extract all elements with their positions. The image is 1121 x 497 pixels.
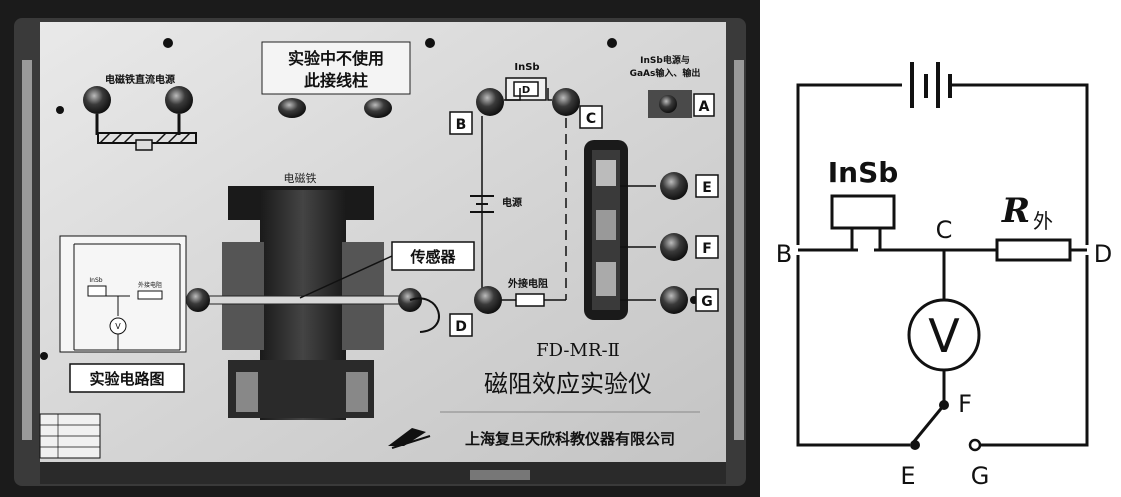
company-logo: [388, 428, 431, 449]
terminal-a-label: A: [699, 99, 710, 115]
insb-element: [830, 194, 896, 230]
contact-e: [910, 440, 920, 450]
sensor-label: 传感器: [409, 248, 456, 266]
ext-resistor-label: 外接电阻: [507, 277, 548, 290]
resistor-letter: R: [1001, 191, 1030, 231]
magnet-power-label: 电磁铁直流电源: [105, 73, 175, 86]
model-label: FD-MR-Ⅱ: [536, 340, 620, 361]
terminal-e-label: E: [702, 180, 712, 196]
terminal-d[interactable]: [474, 286, 502, 314]
instrument-photo: 电磁铁直流电源 实验中不使用 此接线柱 InSb D InSb电源与 GaAs输…: [0, 0, 760, 497]
insb-label: InSb: [828, 156, 899, 189]
mini-circuit: [59, 235, 187, 353]
terminal-b[interactable]: [476, 88, 504, 116]
node-f-label: F: [958, 390, 972, 418]
electromagnet-label: 电磁铁: [284, 172, 317, 185]
insb-io-label-2: GaAs输入、输出: [630, 67, 701, 79]
unused-terminal-label-1: 实验中不使用: [288, 49, 384, 68]
resistor-element: [995, 238, 1072, 262]
terminal-c[interactable]: [552, 88, 580, 116]
instrument-title: 磁阻效应实验仪: [484, 370, 652, 398]
node-b-label: B: [776, 240, 792, 268]
terminal-g-label: G: [701, 294, 713, 310]
magnet-power-terminals[interactable]: [83, 86, 197, 151]
mini-v-label: V: [115, 322, 121, 331]
terminal-g[interactable]: [660, 286, 688, 314]
contact-g: [968, 438, 982, 452]
mini-ext-label: 外接电阻: [138, 281, 162, 289]
schematic-wires: [796, 83, 1089, 447]
terminal-b-label: B: [456, 117, 467, 133]
terminal-d-label: D: [455, 319, 467, 335]
voltmeter-label: V: [928, 309, 960, 363]
terminal-c-label: C: [586, 111, 596, 127]
insb-box-label: D: [522, 85, 530, 96]
nameplate: [39, 413, 101, 459]
company-name: 上海复旦天欣科教仪器有限公司: [465, 430, 675, 448]
mini-insb-label: InSb: [89, 277, 102, 284]
insb-io-label-1: InSb电源与: [640, 54, 690, 66]
node-d-label: D: [1094, 240, 1112, 268]
battery-icon: [910, 62, 952, 108]
voltmeter-icon: [907, 298, 981, 372]
resistor-subscript: 外: [1033, 209, 1053, 233]
terminal-e[interactable]: [660, 172, 688, 200]
node-e-label: E: [900, 462, 915, 490]
unused-terminals: [278, 98, 392, 118]
terminal-f-label: F: [702, 241, 712, 257]
node-g-label: G: [971, 462, 990, 490]
terminal-f[interactable]: [660, 233, 688, 261]
node-c-label: C: [936, 216, 953, 244]
contact-f: [939, 400, 949, 410]
circuit-schematic: InSb R 外 V B C D F E G: [760, 0, 1121, 497]
unused-terminal-label-2: 此接线柱: [304, 71, 368, 90]
insb-top-label: InSb: [514, 62, 539, 73]
power-label: 电源: [502, 196, 522, 209]
circuit-diagram-label: 实验电路图: [89, 370, 164, 388]
